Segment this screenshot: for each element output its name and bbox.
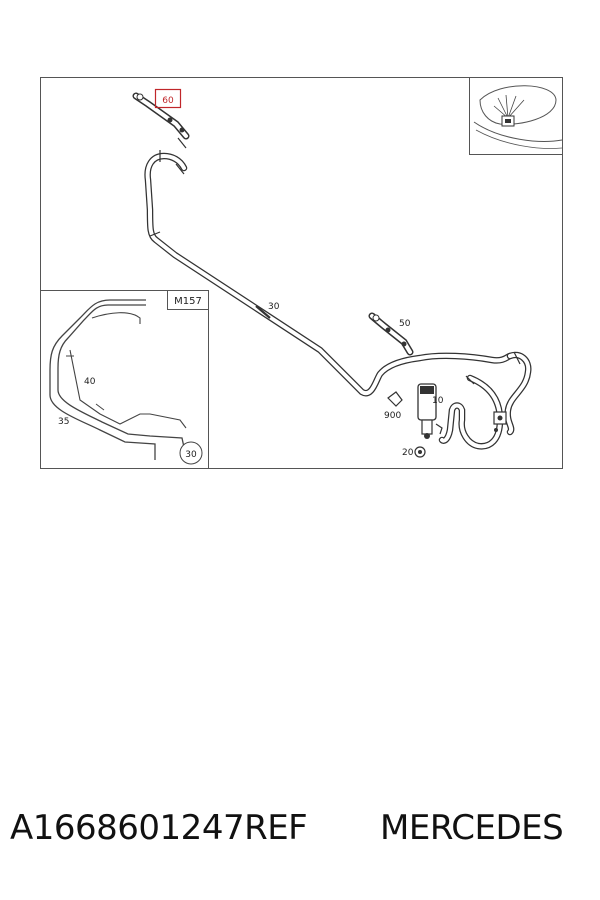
callout-50: 50 (399, 319, 411, 329)
hose-right (438, 351, 532, 450)
callout-20: 20 (402, 448, 414, 458)
callout-40: 40 (84, 377, 96, 387)
vehicle-thumbnail-inset (469, 77, 563, 155)
diagram-frame (40, 77, 563, 469)
callout-30: 30 (268, 302, 280, 312)
brand-name: MERCEDES (380, 808, 564, 848)
callout-10: 10 (432, 396, 444, 406)
nozzle-top: 60 (132, 88, 190, 149)
callout-35: 35 (58, 417, 69, 427)
caption-bar: A1668601247REF MERCEDES (0, 808, 600, 858)
washer-pump: 10 (417, 383, 444, 439)
inset-label-box (167, 290, 209, 310)
part-number: A1668601247REF (10, 808, 308, 848)
parts-diagram: M157 40 35 30 60 30 (40, 77, 563, 469)
inset-label: M157 (174, 296, 202, 307)
callout-60-box (154, 88, 182, 109)
callout-900: 900 (384, 411, 401, 421)
grommet: 20 (402, 446, 426, 458)
nozzle-mid: 50 (368, 312, 414, 356)
callout-60: 60 (162, 96, 174, 106)
ref-circle-label: 30 (185, 450, 197, 460)
hose-main: 30 (144, 150, 514, 397)
clip: 900 (384, 391, 403, 421)
harness-inset: M157 40 35 30 (40, 290, 209, 469)
ref-circle (179, 441, 203, 465)
